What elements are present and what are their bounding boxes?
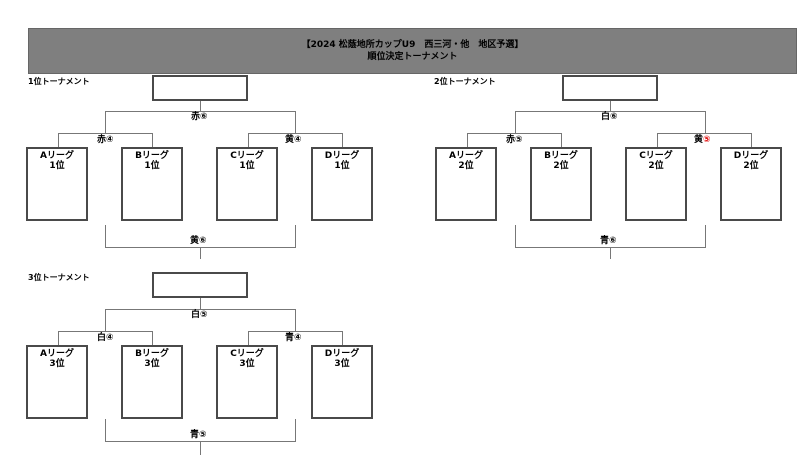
t1-team-b-rank: 1位 <box>144 161 160 171</box>
t2-left-semi-bar <box>467 133 562 134</box>
t3-team-d-rank: 3位 <box>334 359 350 369</box>
t3-left-semi-label: 白④ <box>96 333 115 343</box>
t1-third-left-up <box>105 225 106 247</box>
t3-team-d-league: Dリーグ <box>324 349 360 359</box>
t1-team-d-league: Dリーグ <box>324 151 360 161</box>
t1-team-c-league: Cリーグ <box>230 151 264 161</box>
t2-team-b: Bリーグ 2位 <box>530 147 592 221</box>
t3-right-semi-bar <box>248 331 343 332</box>
t1-team-d-rank: 1位 <box>334 161 350 171</box>
t2-team-c-rank: 2位 <box>648 161 664 171</box>
header-title: 【2024 松蔭地所カップU9 西三河・他 地区予選】 <box>301 40 524 50</box>
t2-right-semi-drop-d <box>751 133 752 147</box>
t3-final-stem <box>200 298 201 309</box>
t2-team-c: Cリーグ 2位 <box>625 147 687 221</box>
t1-final-stem <box>200 101 201 111</box>
t2-team-d-rank: 2位 <box>743 161 759 171</box>
t3-final-left-drop <box>105 309 106 331</box>
t2-right-semi-number: ⑤ <box>703 135 711 145</box>
t3-team-a-league: Aリーグ <box>40 349 74 359</box>
t2-right-semi-label: 黄⑤ <box>693 135 712 145</box>
t3-right-semi-drop-d <box>342 331 343 345</box>
t3-team-d: Dリーグ 3位 <box>311 345 373 419</box>
t1-title: 1位トーナメント <box>28 77 90 86</box>
t3-final-bar <box>105 309 296 310</box>
t1-final-bar <box>105 111 296 112</box>
t2-winner-box <box>562 75 658 101</box>
t3-team-b-league: Bリーグ <box>135 349 169 359</box>
t2-right-semi-color: 黄 <box>694 135 704 145</box>
t1-left-semi-drop-a <box>58 133 59 147</box>
t2-final-left-drop <box>515 111 516 133</box>
t3-team-b: Bリーグ 3位 <box>121 345 183 419</box>
t3-third-label: 青⑤ <box>189 430 208 440</box>
t1-right-semi-label: 黄④ <box>284 135 303 145</box>
t3-third-right-up <box>295 419 296 441</box>
t1-final-label: 赤⑥ <box>190 112 209 122</box>
t2-right-semi-drop-c <box>657 133 658 147</box>
page-header: 【2024 松蔭地所カップU9 西三河・他 地区予選】 順位決定トーナメント <box>28 28 797 74</box>
t1-team-c-rank: 1位 <box>239 161 255 171</box>
t1-final-left-drop <box>105 111 106 133</box>
t1-right-semi-drop-d <box>342 133 343 147</box>
t1-team-a: Aリーグ 1位 <box>26 147 88 221</box>
t3-winner-box <box>152 272 248 298</box>
t2-final-stem <box>610 101 611 111</box>
t1-third-label: 黄⑥ <box>189 236 208 246</box>
t1-team-c: Cリーグ 1位 <box>216 147 278 221</box>
t1-team-a-league: Aリーグ <box>40 151 74 161</box>
t3-team-a-rank: 3位 <box>49 359 65 369</box>
t2-team-a-rank: 2位 <box>458 161 474 171</box>
t1-right-semi-drop-c <box>248 133 249 147</box>
t2-final-label: 白⑥ <box>600 112 619 122</box>
t2-team-b-league: Bリーグ <box>544 151 578 161</box>
t1-right-semi-bar <box>248 133 343 134</box>
t1-winner-box <box>152 75 248 101</box>
t3-third-left-up <box>105 419 106 441</box>
t1-left-semi-bar <box>58 133 153 134</box>
t3-final-right-drop <box>295 309 296 331</box>
t3-team-c-rank: 3位 <box>239 359 255 369</box>
header-subtitle: 順位決定トーナメント <box>367 52 458 62</box>
t3-title: 3位トーナメント <box>28 273 90 282</box>
t3-left-semi-bar <box>58 331 153 332</box>
t2-team-a-league: Aリーグ <box>449 151 483 161</box>
t2-left-semi-label: 赤⑤ <box>505 135 524 145</box>
t2-right-semi-bar <box>657 133 752 134</box>
t1-left-semi-label: 赤④ <box>96 135 115 145</box>
t2-final-bar <box>515 111 706 112</box>
t2-team-d-league: Dリーグ <box>733 151 769 161</box>
t2-third-label: 青⑥ <box>599 236 618 246</box>
t2-team-b-rank: 2位 <box>553 161 569 171</box>
t2-third-stem <box>610 247 611 259</box>
t3-team-a: Aリーグ 3位 <box>26 345 88 419</box>
t1-left-semi-drop-b <box>152 133 153 147</box>
t1-team-a-rank: 1位 <box>49 161 65 171</box>
t2-third-left-up <box>515 225 516 247</box>
t3-left-semi-drop-a <box>58 331 59 345</box>
t1-third-right-up <box>295 225 296 247</box>
t1-final-right-drop <box>295 111 296 133</box>
t3-team-c-league: Cリーグ <box>230 349 264 359</box>
t3-final-label: 白⑤ <box>190 310 209 320</box>
t3-third-stem <box>200 441 201 455</box>
t2-final-right-drop <box>705 111 706 133</box>
t1-team-d: Dリーグ 1位 <box>311 147 373 221</box>
t1-third-stem <box>200 247 201 259</box>
t3-team-c: Cリーグ 3位 <box>216 345 278 419</box>
t3-team-b-rank: 3位 <box>144 359 160 369</box>
t2-team-d: Dリーグ 2位 <box>720 147 782 221</box>
t2-team-a: Aリーグ 2位 <box>435 147 497 221</box>
t1-team-b: Bリーグ 1位 <box>121 147 183 221</box>
t3-right-semi-label: 青④ <box>284 333 303 343</box>
t2-title: 2位トーナメント <box>434 77 496 86</box>
t2-left-semi-drop-a <box>467 133 468 147</box>
t1-team-b-league: Bリーグ <box>135 151 169 161</box>
t2-team-c-league: Cリーグ <box>639 151 673 161</box>
t3-left-semi-drop-b <box>152 331 153 345</box>
t2-third-right-up <box>705 225 706 247</box>
t2-left-semi-drop-b <box>561 133 562 147</box>
t3-right-semi-drop-c <box>248 331 249 345</box>
